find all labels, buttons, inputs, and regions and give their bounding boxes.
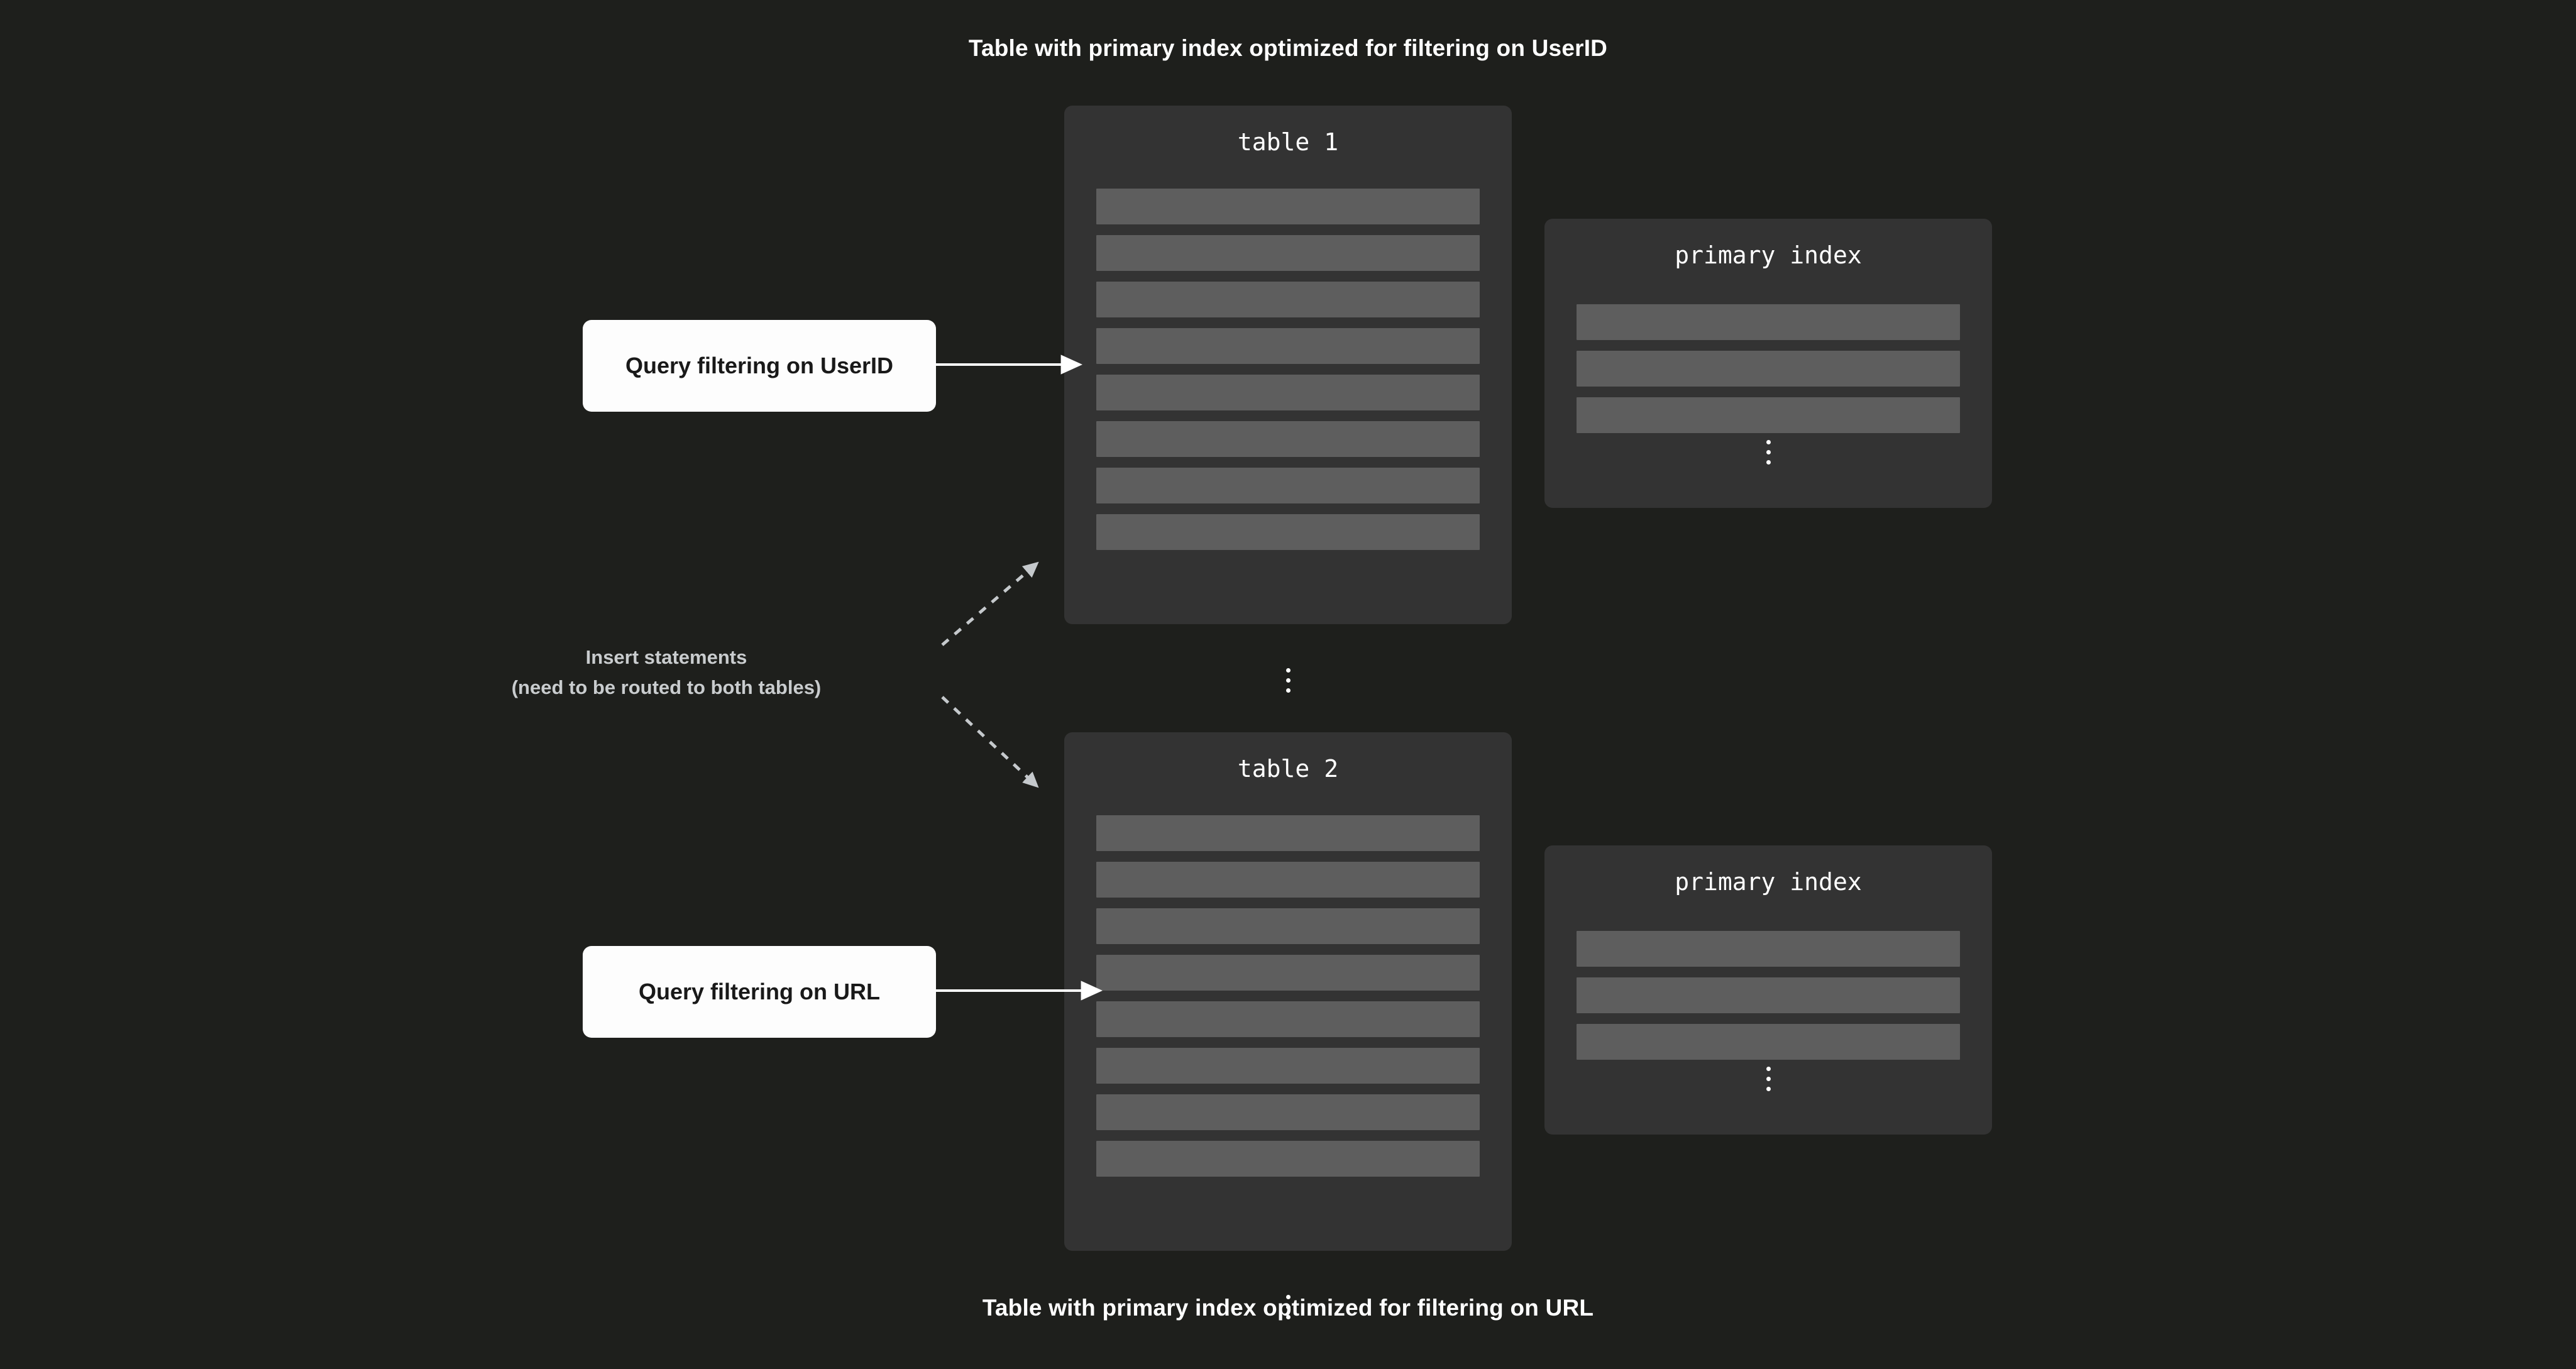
index-row [1577,397,1960,433]
table-row [1096,908,1480,944]
table-row [1096,328,1480,364]
table-row [1096,421,1480,457]
table-row [1096,1048,1480,1084]
primary-index-1-title: primary index [1675,241,1862,269]
vertical-ellipsis-icon [1544,440,1992,465]
primary-index-1-card[interactable]: primary index [1544,219,1992,508]
query-filtering-on-url-box[interactable]: Query filtering on URL [583,946,936,1038]
table-row [1096,468,1480,503]
insert-statements-line-1: Insert statements [585,646,747,668]
table-1-rows [1064,189,1512,561]
table-1-card[interactable]: table 1 [1064,106,1512,693]
primary-index-2-rows [1544,931,1992,1070]
table-row [1096,815,1480,851]
table-row [1096,1001,1480,1037]
table-2-rows [1064,815,1512,1187]
index-row [1577,351,1960,387]
query-filtering-on-userid-box[interactable]: Query filtering on UserID [583,320,936,412]
primary-index-2-title: primary index [1675,868,1862,896]
table-row [1096,862,1480,898]
table-row [1096,514,1480,550]
table-row [1096,282,1480,317]
table-row [1096,375,1480,410]
vertical-ellipsis-icon [1064,1295,1512,1319]
index-row [1577,977,1960,1013]
arrow-insert-to-table-1 [941,561,1039,646]
table-row [1096,1094,1480,1130]
table-2-title: table 2 [1237,755,1339,783]
primary-index-1-rows [1544,304,1992,444]
table-2-card[interactable]: table 2 [1064,732,1512,1319]
table-row [1096,235,1480,271]
primary-index-2-card[interactable]: primary index [1544,845,1992,1135]
insert-statements-line-2: (need to be routed to both tables) [511,676,822,698]
insert-statements-label: Insert statements (need to be routed to … [490,642,842,703]
top-title: Table with primary index optimized for f… [968,35,1608,61]
vertical-ellipsis-icon [1544,1067,1992,1091]
table-row [1096,1141,1480,1177]
index-row [1577,931,1960,967]
index-row [1577,304,1960,340]
table-row [1096,189,1480,224]
table-1-title: table 1 [1237,128,1339,156]
index-row [1577,1024,1960,1060]
table-row [1096,955,1480,991]
vertical-ellipsis-icon [1064,668,1512,693]
arrow-insert-to-table-2 [941,696,1039,788]
